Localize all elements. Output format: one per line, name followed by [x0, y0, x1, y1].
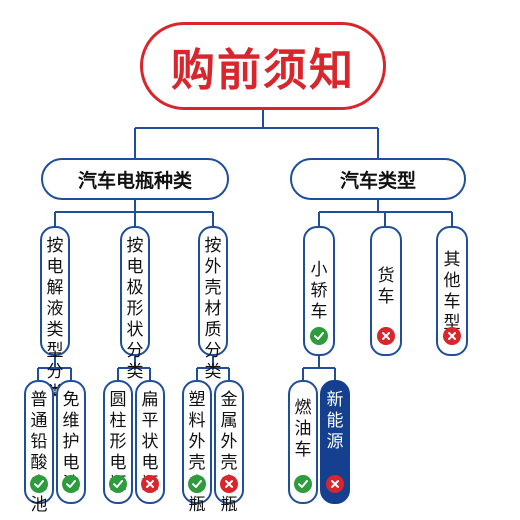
cross-icon: [141, 475, 159, 493]
category-battery-types: 汽车电瓶种类: [41, 158, 229, 200]
group-label: 按电解液类型分类: [46, 236, 64, 403]
check-icon: [30, 475, 48, 493]
leaf-label: 塑料外壳电瓶: [188, 390, 206, 515]
check-icon: [62, 475, 80, 493]
car-type-label: 其他车型: [443, 250, 461, 333]
leaf-label: 金属外壳电瓶: [220, 390, 238, 515]
group-label: 按电极形状分类: [126, 236, 144, 382]
check-icon: [109, 475, 127, 493]
group-label: 按外壳材质分类: [204, 236, 222, 382]
cross-icon: [220, 475, 238, 493]
group-by-shell-material: 按外壳材质分类: [198, 226, 228, 382]
check-icon: [188, 475, 206, 493]
leaf-maintenance-free: 免维护电池: [56, 380, 86, 504]
group-by-electrolyte: 按电解液类型分类: [40, 226, 70, 403]
leaf-plastic-shell: 塑料外壳电瓶: [182, 380, 212, 515]
leaf-cylindrical: 圆柱形电瓶: [103, 380, 133, 504]
car-type-other: 其他车型: [436, 226, 468, 356]
car-type-label: 小轿车: [310, 260, 328, 322]
cross-icon: [443, 327, 461, 345]
leaf-new-energy: 新能源: [320, 380, 350, 504]
page-title: 购前须知: [140, 22, 386, 110]
check-icon: [310, 327, 328, 345]
car-type-truck: 货车: [370, 226, 402, 356]
leaf-label: 新能源: [326, 390, 344, 452]
leaf-label: 燃油车: [294, 398, 312, 460]
leaf-fuel-car: 燃油车: [288, 380, 318, 504]
group-by-electrode-shape: 按电极形状分类: [120, 226, 150, 382]
check-icon: [294, 475, 312, 493]
cross-icon: [377, 327, 395, 345]
category-car-types: 汽车类型: [290, 158, 466, 200]
leaf-flat: 扁平状电瓶: [135, 380, 165, 504]
leaf-metal-shell: 金属外壳电瓶: [214, 380, 244, 515]
leaf-lead-acid: 普通铅酸电池: [24, 380, 54, 515]
car-type-sedan: 小轿车: [303, 226, 335, 356]
leaf-label: 普通铅酸电池: [30, 390, 48, 515]
cross-icon: [326, 475, 344, 493]
car-type-label: 货车: [377, 266, 395, 307]
